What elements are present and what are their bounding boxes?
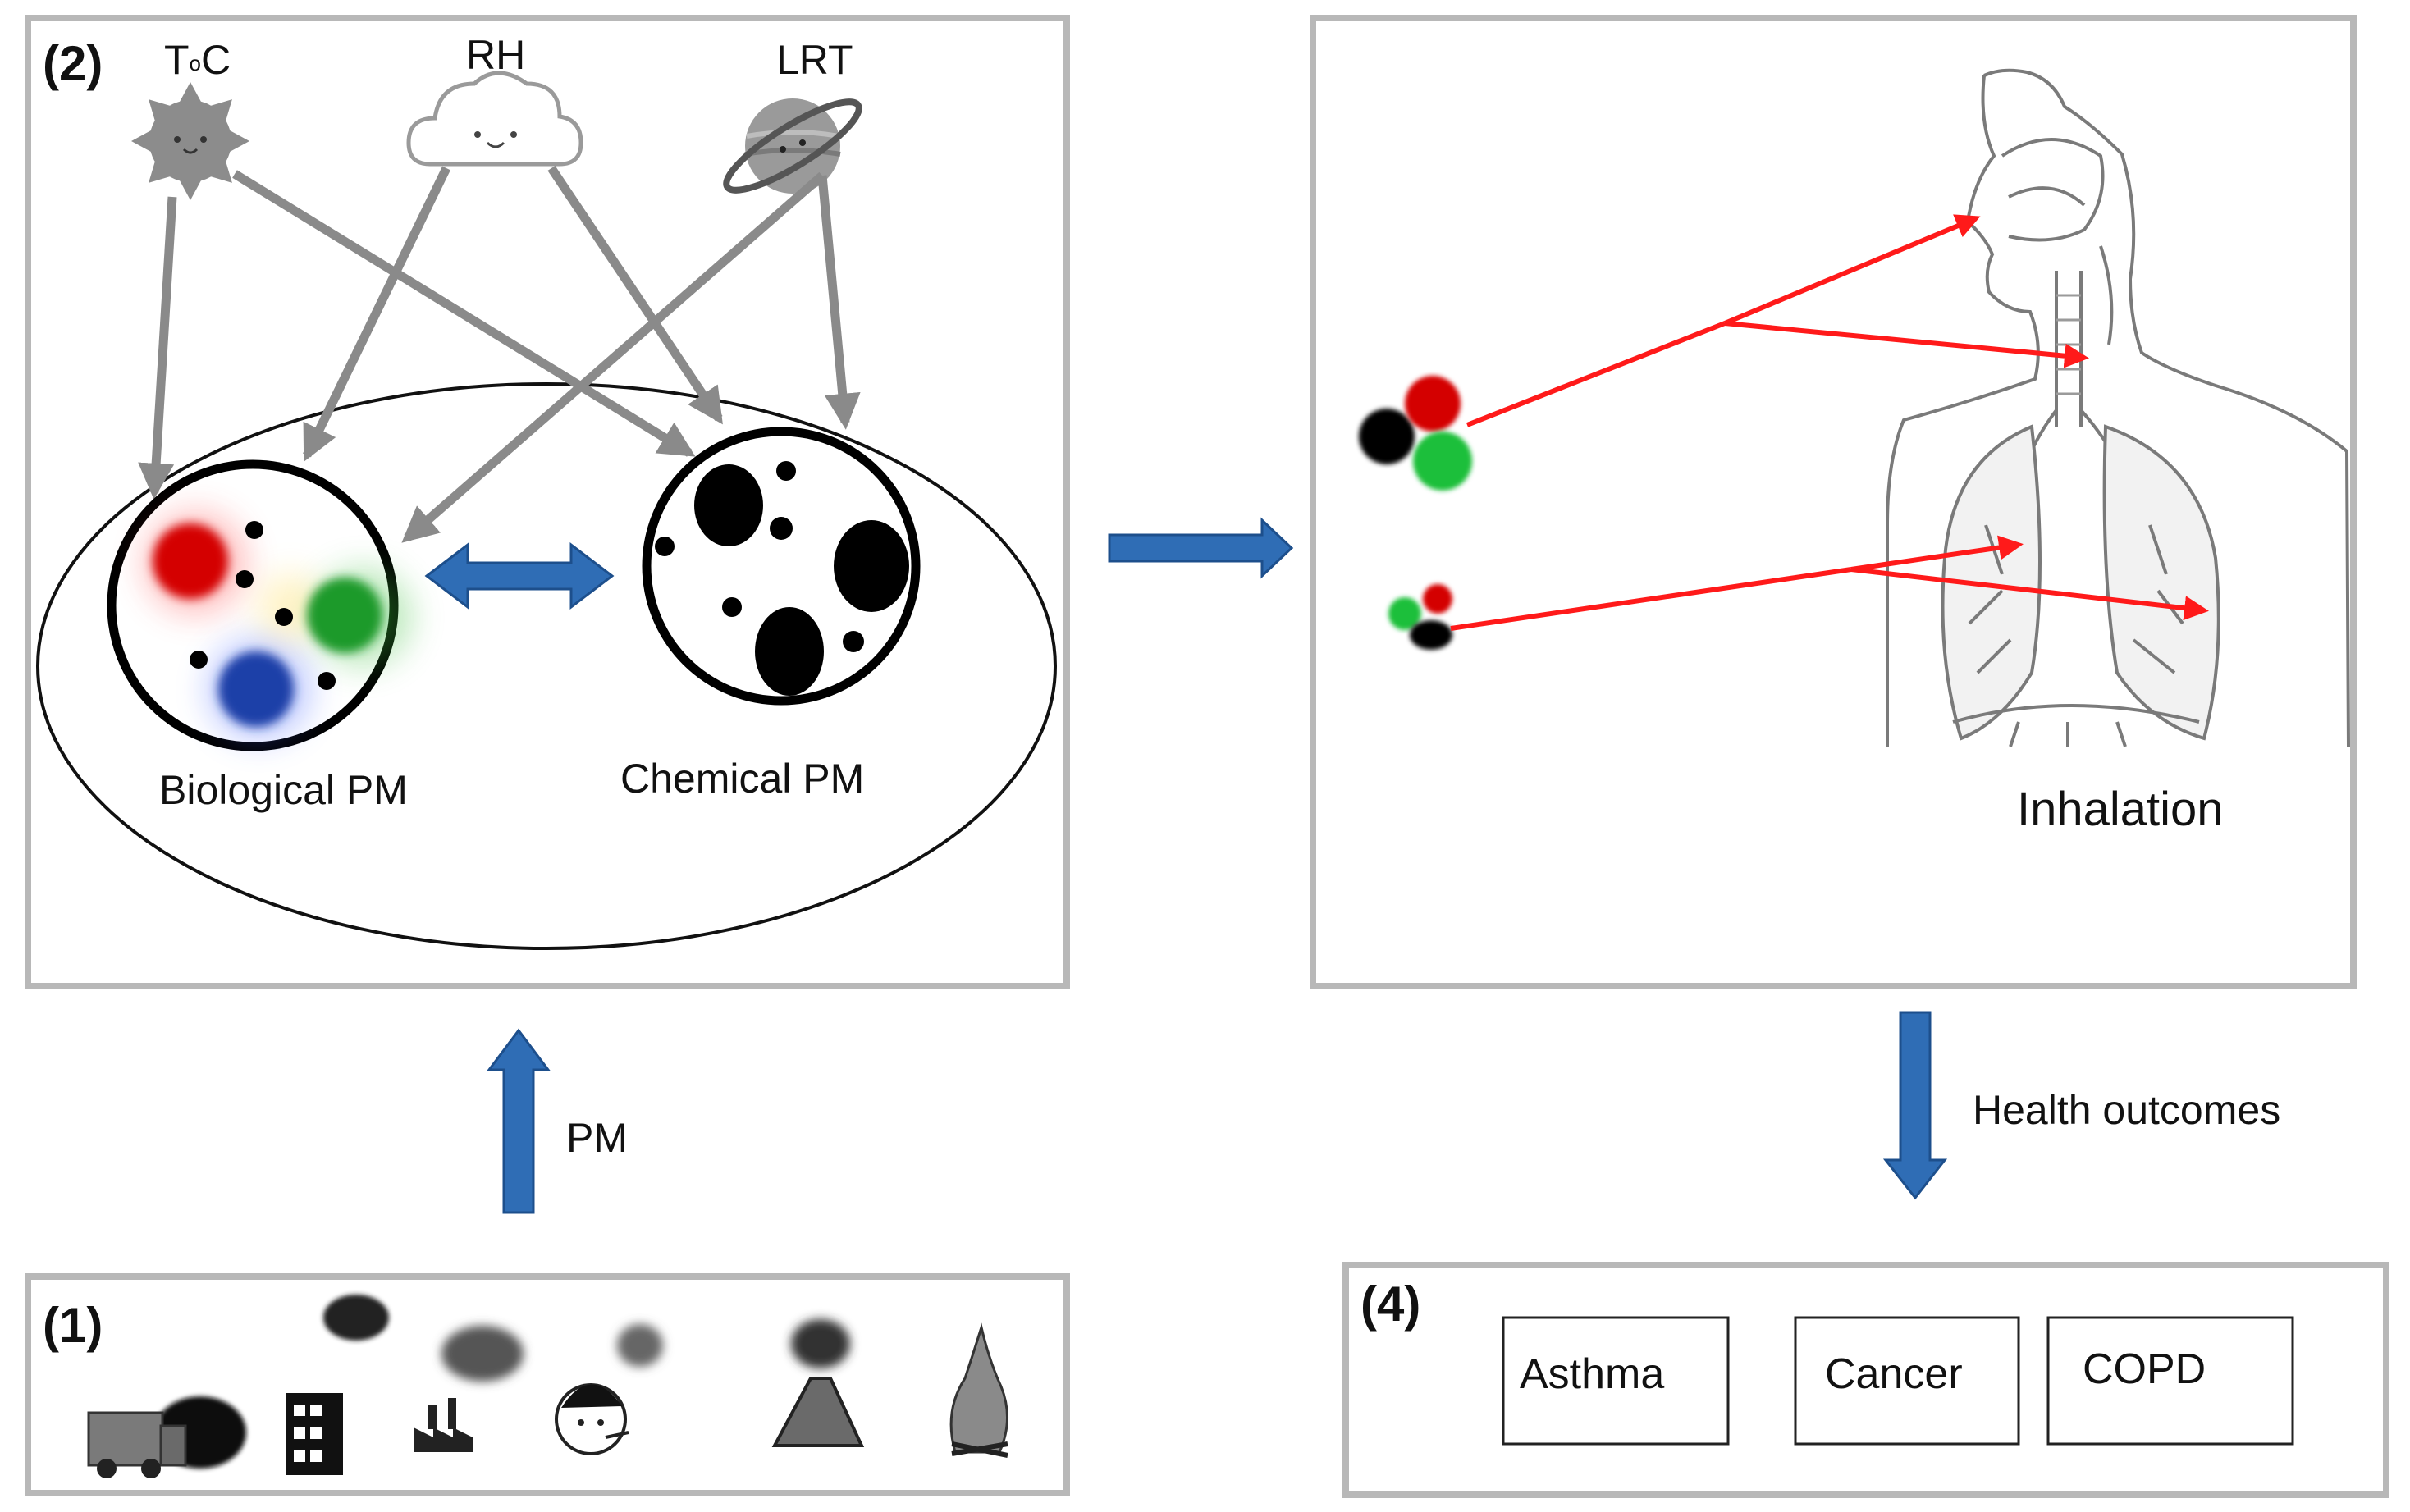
biological-pm-label: Biological PM [159,767,408,813]
arrow-temp-to-chem [232,170,696,457]
truck-icon [87,1396,246,1478]
outcome-box-asthma [1502,1316,1730,1446]
arrow-to-nasal [1723,214,1981,326]
flow-arrow-to-inhalation [1108,517,1294,579]
inhalation-arrows [1450,214,2209,631]
arrow-to-trachea [1724,321,2089,368]
arrow-rh-to-bio [303,166,450,462]
respiratory-system-icon [1886,68,2350,747]
exchange-double-arrow [424,541,615,610]
outcome-box-copd [2046,1316,2294,1446]
factory-icon [414,1326,524,1452]
chemical-pm-circle [642,427,921,706]
transport-label: LRT [776,37,853,83]
temperature-label: ToC [164,37,231,83]
wildfire-icon [949,1322,1008,1458]
panel-2-number: (2) [43,36,103,91]
arrow-upper-shared [1466,321,1726,427]
panel-1-number: (1) [43,1298,103,1353]
panel-3: Inhalation [1310,15,2357,989]
panel-1: (1) [25,1273,1070,1496]
bio-particle-blue [218,651,294,727]
chimney-icon [286,1295,389,1475]
outcome-label-copd: COPD [2083,1345,2206,1393]
factor-arrows [138,165,861,543]
panel-2: (2) ToC RH [25,15,1070,989]
inhalation-label: Inhalation [2017,783,2224,836]
outcome-box-cancer [1794,1316,2020,1446]
arrow-lrt-to-bio [401,171,825,543]
planet-icon [723,98,862,194]
arrow-rh-to-chem [547,165,723,425]
bio-particle-green [307,578,382,653]
health-outcomes-label: Health outcomes [1973,1087,2280,1133]
humidity-label: RH [466,32,525,78]
pm-flow-label: PM [566,1115,628,1161]
panel-4-number: (4) [1360,1277,1420,1332]
bio-particle-red [153,523,228,599]
outcome-label-asthma: Asthma [1520,1350,1664,1398]
small-particle-cluster [1388,584,1452,650]
flow-arrow-pm-up [487,1028,551,1214]
volcano-icon [771,1319,865,1447]
flow-arrow-health-down [1882,1011,1948,1200]
biological-pm-circle [107,459,412,751]
arrow-lrt-to-chem [817,175,861,430]
arrow-to-bronchi [1850,535,2024,572]
pm-mixture-ellipse [36,382,1057,950]
smoker-icon [555,1324,663,1455]
arrow-to-alveoli [1850,567,2209,621]
chemical-pm-label: Chemical PM [620,756,864,802]
arrow-temp-to-bio [138,196,177,500]
panel-4: (4) Asthma Cancer COPD [1342,1262,2389,1498]
sun-icon [131,82,249,200]
outcome-label-cancer: Cancer [1825,1350,1963,1398]
large-particle-cluster [1359,376,1472,491]
cloud-icon [406,71,583,167]
arrow-lower-shared [1450,567,1852,631]
